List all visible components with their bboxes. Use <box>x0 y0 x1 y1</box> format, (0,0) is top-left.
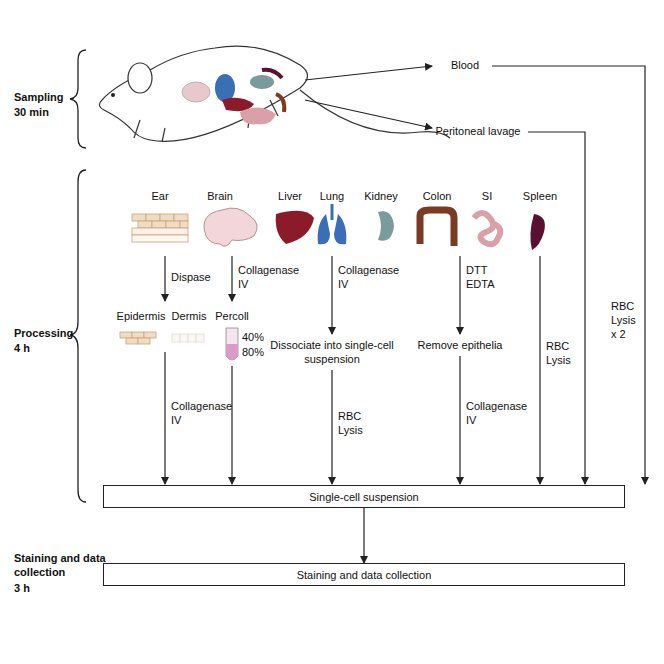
layer-label: 80% <box>242 346 264 360</box>
step-label: Dispase <box>171 271 211 285</box>
organ-label: Kidney <box>364 190 398 204</box>
organ-label: Spleen <box>523 190 557 204</box>
organ-label: Lung <box>320 190 344 204</box>
step-label: RBC Lysis <box>546 340 571 368</box>
process-box: Single-cell suspension <box>103 485 625 508</box>
stage-time: 4 h <box>14 342 30 356</box>
flow-arrow <box>363 508 364 563</box>
step-label: Collagenase IV <box>238 264 299 292</box>
sample-label: Peritoneal lavage <box>435 125 520 139</box>
sample-label: Blood <box>451 59 479 73</box>
organ-label: Brain <box>207 190 233 204</box>
box-text: Staining and data collection <box>297 569 432 581</box>
organ-label: Liver <box>278 190 302 204</box>
process-box: Staining and data collection <box>103 563 625 586</box>
fraction-label: Dermis <box>172 310 207 324</box>
organ-label: Colon <box>423 190 452 204</box>
step-label: Remove epithelia <box>418 339 503 353</box>
step-label: RBC Lysis <box>338 410 363 438</box>
stage-time: 3 h <box>14 582 30 596</box>
step-label: Collagenase IV <box>338 264 399 292</box>
organ-label: SI <box>482 190 492 204</box>
stage-time: 30 min <box>14 106 49 120</box>
step-label: Collagenase IV <box>466 400 527 428</box>
organ-label: Ear <box>151 190 168 204</box>
stage-label: Processing <box>14 327 73 341</box>
step-label: RBC Lysis x 2 <box>611 300 643 341</box>
layer-label: 40% <box>242 331 264 345</box>
fraction-label: Epidermis <box>117 310 166 324</box>
box-text: Single-cell suspension <box>309 491 418 503</box>
stage-label: Staining and data collection <box>14 552 114 580</box>
stage-label: Sampling <box>14 91 64 105</box>
step-label: Dissociate into single-cell suspension <box>268 339 396 367</box>
step-label: Percoll <box>215 310 249 324</box>
step-label: DTT EDTA <box>466 264 495 292</box>
step-label: Collagenase IV <box>171 400 232 428</box>
